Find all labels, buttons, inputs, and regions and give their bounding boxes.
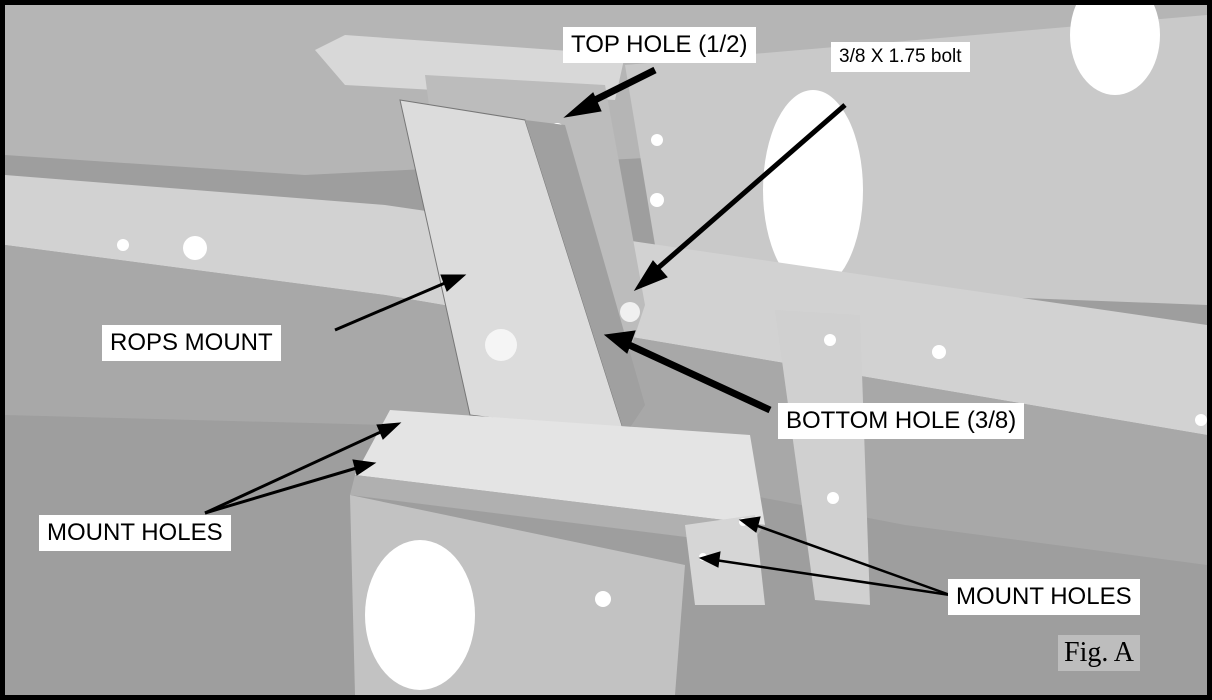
arrow-mount-holes-right-1 (754, 523, 951, 597)
leader-arrows (204, 66, 951, 597)
arrowhead-mount-holes-right-1 (738, 516, 761, 533)
arrow-mount-holes-right-2 (714, 558, 951, 597)
arrowhead-bolt (633, 260, 668, 292)
base-plate (355, 410, 765, 525)
callout-mount-holes-right: MOUNT HOLES (948, 579, 1140, 615)
base-plate-edge (350, 475, 765, 545)
rail-hole (932, 345, 946, 359)
bottom-hole (620, 302, 640, 322)
bracket-hole (650, 193, 664, 207)
frame-cutout (763, 90, 863, 290)
callout-top-hole: TOP HOLE (1/2) (563, 27, 756, 63)
arrowhead-mount-holes-right-2 (698, 551, 721, 568)
arrowhead-mount-holes-left-1 (376, 422, 402, 440)
callout-rops-mount: ROPS MOUNT (102, 325, 281, 361)
figure-caption: Fig. A (1058, 635, 1141, 671)
frame-cutout-top (1070, 5, 1160, 95)
arrowhead-rops-mount (440, 274, 467, 292)
post-flange (685, 515, 765, 605)
callout-bolt: 3/8 X 1.75 bolt (831, 42, 970, 72)
arrow-top-hole (583, 66, 657, 109)
arrowhead-top-hole (563, 92, 602, 118)
callout-bottom-hole: BOTTOM HOLE (3/8) (778, 403, 1025, 439)
arrowhead-bottom-hole (603, 330, 636, 354)
post-cutout (365, 540, 475, 690)
callout-mount-holes-left: MOUNT HOLES (39, 515, 231, 551)
arrowhead-mount-holes-left-2 (352, 459, 377, 476)
rail-hole (117, 239, 129, 251)
post-hole (595, 591, 611, 607)
bracket-hole (651, 134, 663, 146)
rail-hole (1195, 414, 1207, 426)
rops-mount-edge (525, 120, 645, 435)
post-hole (388, 550, 404, 566)
side-bracket-hole (824, 334, 836, 346)
side-bracket (775, 310, 870, 605)
arrow-bolt (648, 103, 847, 277)
rail-hole (183, 236, 207, 260)
side-bracket-hole (827, 492, 839, 504)
arrow-bottom-hole (623, 339, 772, 414)
arrow-mount-holes-left-2 (204, 465, 361, 515)
arrow-mount-holes-left-1 (204, 428, 386, 515)
arrow-rops-mount (334, 281, 446, 332)
rops-mount-illustration (5, 5, 1207, 695)
rops-mount-hole (485, 329, 517, 361)
